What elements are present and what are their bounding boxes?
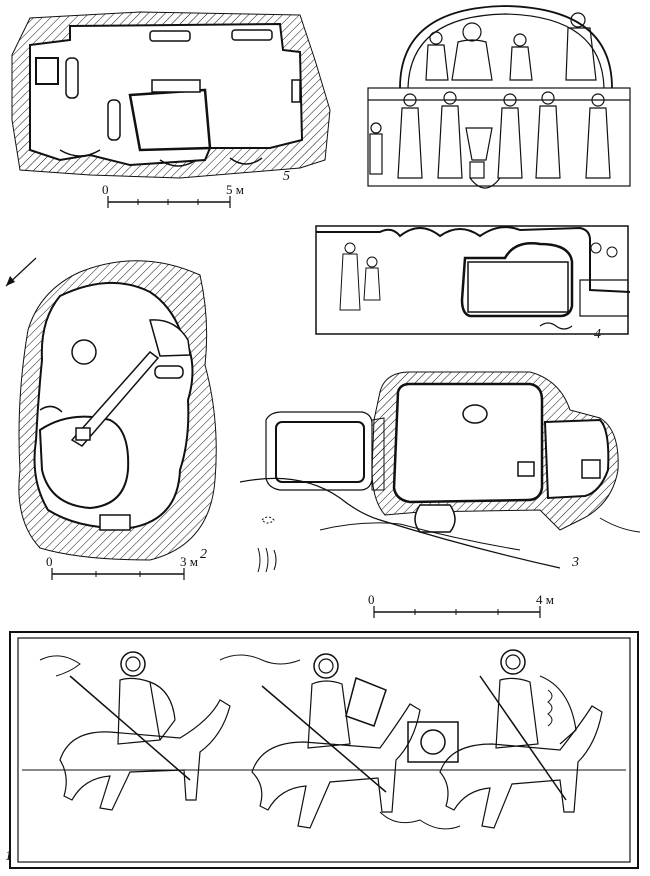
fig4-label: 4 xyxy=(594,327,601,342)
fig3-plan: 0 4 м 3 xyxy=(239,371,641,618)
fig3-scale-end: 4 м xyxy=(536,592,554,607)
fig1-rider-3 xyxy=(439,649,603,829)
fig5-plan: 0 5 м 5 xyxy=(11,11,331,208)
fig4-section: 4 xyxy=(315,225,631,342)
fig1-shield-panel xyxy=(407,721,459,763)
fresco-apse-drawing xyxy=(367,5,631,189)
north-arrow-icon xyxy=(5,257,37,287)
fig2-scale-bar: 0 3 м xyxy=(46,554,198,580)
fig2-label: 2 xyxy=(200,547,207,562)
fig1-frieze xyxy=(9,631,639,869)
fig1-label: 1 xyxy=(5,849,12,864)
fig1-rider-2 xyxy=(251,653,459,829)
fig3-scale-zero: 0 xyxy=(368,592,375,607)
fig5-scale-zero: 0 xyxy=(102,182,109,197)
fig5-scale-end: 5 м xyxy=(226,182,244,197)
fig2-scale-end: 3 м xyxy=(180,554,198,569)
fig3-label: 3 xyxy=(571,555,579,570)
fig5-scale-bar: 0 5 м xyxy=(102,182,244,208)
fig5-niche xyxy=(35,57,59,85)
fresco-altar-chalice xyxy=(465,127,493,161)
fig3-scale-bar: 0 4 м xyxy=(368,592,554,618)
fig2-scale-zero: 0 xyxy=(46,554,53,569)
fig5-label: 5 xyxy=(283,169,290,184)
fig2-plan: 0 3 м 2 xyxy=(18,260,217,580)
fig1-rider-1 xyxy=(39,651,231,811)
